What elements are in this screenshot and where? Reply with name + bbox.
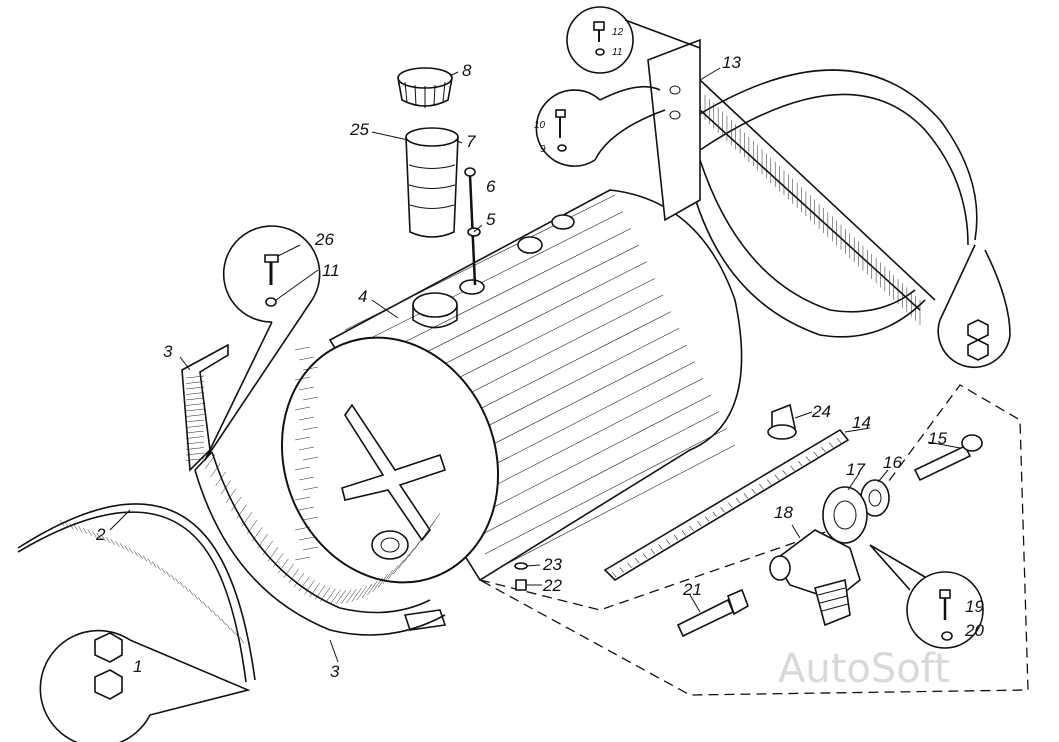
bracket-3-upper (181, 343, 229, 472)
detail-callout-12-11 (566, 6, 701, 74)
fitting-22-23 (514, 562, 528, 591)
gasket-17 (822, 486, 868, 544)
label-3-lower: 3 (330, 662, 340, 681)
leader-lines (109, 67, 961, 663)
label-15: 15 (928, 429, 947, 448)
fuel-tank (280, 189, 743, 631)
top-boss (551, 214, 575, 230)
filler-cap-8 (397, 67, 453, 108)
label-8: 8 (462, 61, 472, 80)
vent-boss (517, 236, 543, 254)
mounting-strap-3-lower (194, 445, 446, 636)
label-22: 22 (542, 576, 562, 595)
detail-callout-19-20 (869, 544, 984, 649)
detail-callout-strap-nuts (937, 244, 1011, 369)
detail-callout-26-11 (204, 225, 321, 461)
label-6: 6 (486, 177, 496, 196)
label-26: 26 (314, 230, 334, 249)
bottom-bracket-plate (403, 609, 447, 631)
part-labels: 1 2 3 3 4 5 6 7 8 9 10 11 11 12 13 14 15… (95, 27, 984, 681)
label-23: 23 (542, 555, 562, 574)
tank-end-cap (280, 336, 500, 584)
watermark: AutoSoft (778, 646, 950, 692)
label-18: 18 (774, 503, 793, 522)
label-1: 1 (133, 657, 142, 676)
label-3-upper: 3 (163, 342, 173, 361)
tie-strap-14 (603, 428, 850, 582)
label-14: 14 (852, 413, 871, 432)
label-4: 4 (358, 287, 367, 306)
label-24: 24 (811, 402, 831, 421)
end-cap-cross (341, 403, 447, 542)
drain-port (371, 530, 409, 560)
label-7: 7 (466, 132, 476, 151)
label-9: 9 (540, 144, 546, 155)
label-10: 10 (534, 120, 546, 131)
label-16: 16 (883, 453, 902, 472)
label-21: 21 (682, 580, 702, 599)
label-20: 20 (964, 621, 984, 640)
fuel-tap-18 (769, 529, 861, 627)
filler-strainer-7 (405, 127, 459, 238)
label-17: 17 (846, 460, 865, 479)
label-11: 11 (322, 261, 340, 280)
label-12: 12 (612, 27, 624, 38)
drain-plug-24 (767, 403, 797, 440)
bolt-21 (676, 588, 749, 638)
label-11-detail: 11 (612, 47, 622, 58)
end-cap-hatching (294, 346, 319, 561)
label-25: 25 (349, 120, 369, 139)
filler-neck (412, 292, 458, 318)
mounting-strap-13 (647, 38, 978, 338)
sender-boss (459, 279, 485, 295)
label-19: 19 (965, 597, 984, 616)
mounting-strap-2 (17, 503, 256, 683)
dashed-group-outline (479, 384, 1029, 696)
label-2: 2 (95, 525, 106, 544)
label-5: 5 (486, 210, 496, 229)
detail-callout-10-9 (535, 85, 666, 167)
detail-callout-1 (39, 629, 251, 742)
label-13: 13 (722, 53, 741, 72)
bolt-15 (913, 434, 983, 482)
